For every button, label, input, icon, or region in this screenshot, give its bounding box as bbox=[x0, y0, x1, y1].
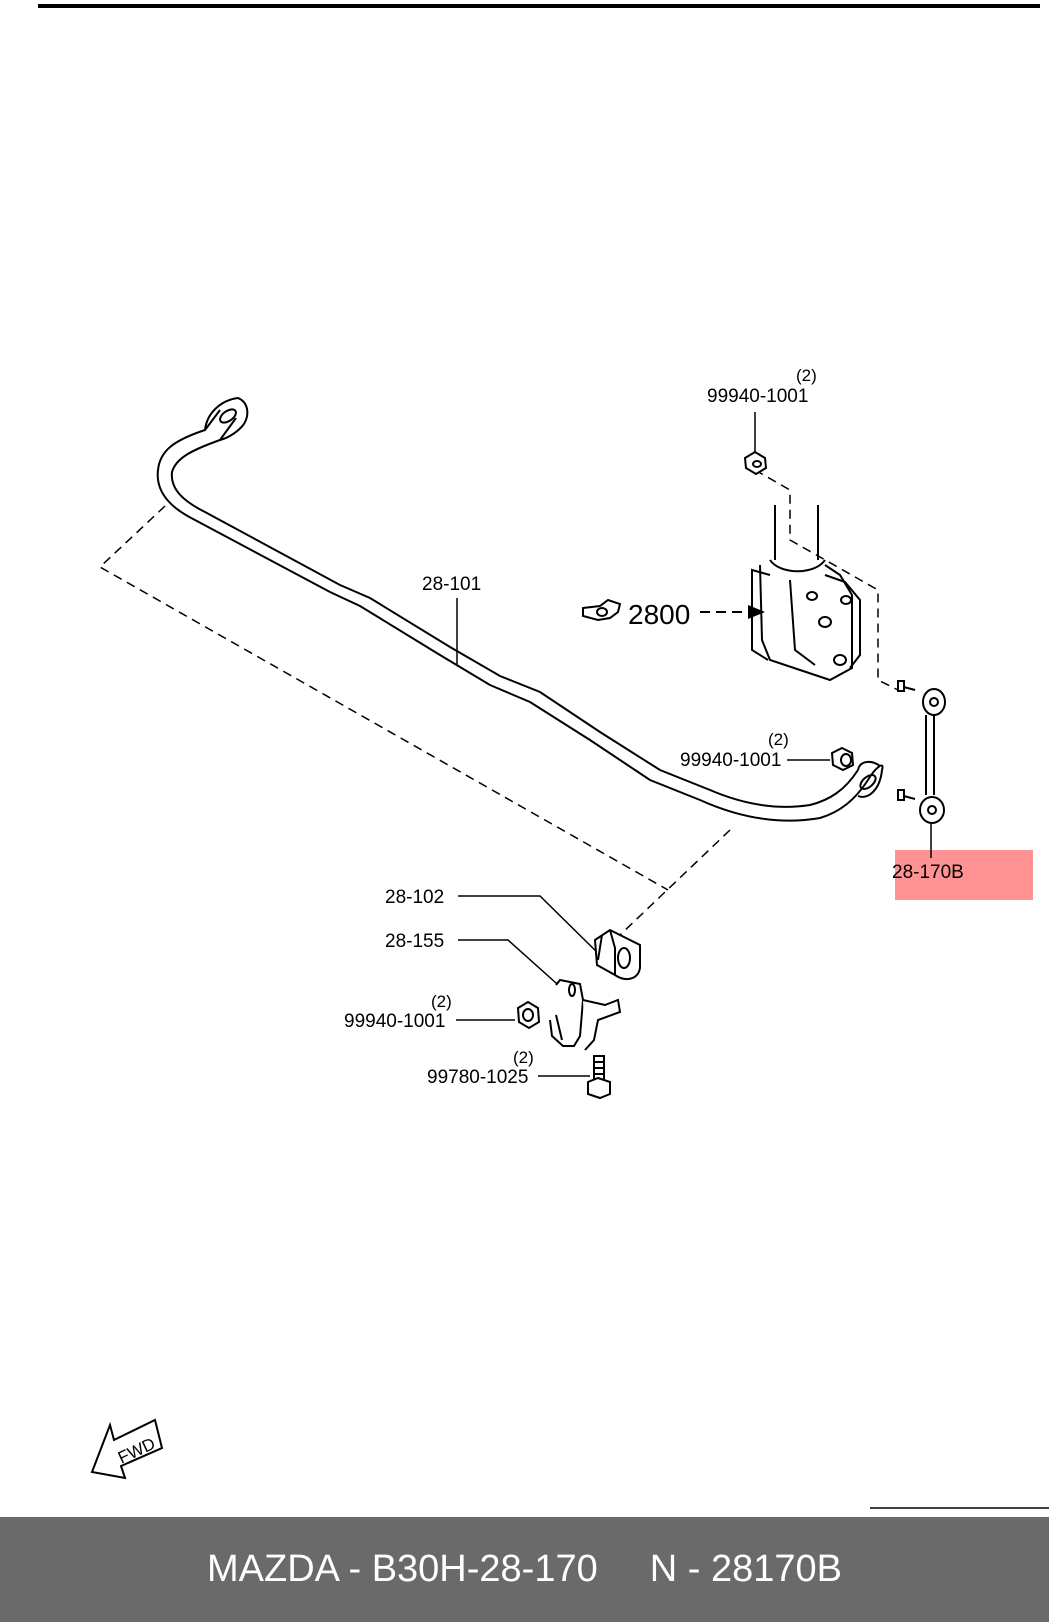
footer-bar: MAZDA - B30H-28-170 N - 28170B bbox=[0, 1517, 1049, 1622]
top-nut-icon bbox=[743, 450, 768, 476]
callout-top-nut-qty: (2) bbox=[796, 366, 817, 385]
parts-diagram: FWD (2) 99940-1001 2800 28-101 (2) 99940… bbox=[38, 4, 1049, 1509]
callout-link: 28-170B bbox=[892, 862, 964, 883]
callout-stabilizer-bar: 28-101 bbox=[422, 574, 481, 595]
footer-oem-number: N - 28170B bbox=[649, 1548, 842, 1590]
bracket-bolt-icon bbox=[587, 1055, 611, 1100]
callout-bar-end-nut: 99940-1001 bbox=[680, 750, 781, 771]
stabilizer-link-icon bbox=[897, 680, 946, 824]
part-highlight bbox=[895, 850, 1033, 900]
callout-bracket-bolt: 99780-1025 bbox=[427, 1067, 528, 1088]
strut-assembly bbox=[751, 505, 861, 682]
callout-assembly-ref: 2800 bbox=[628, 599, 690, 630]
callout-bushing: 28-102 bbox=[385, 887, 444, 908]
guide-lines bbox=[98, 469, 899, 936]
callout-top-nut: 99940-1001 bbox=[707, 386, 808, 407]
callout-bracket-bolt-qty: (2) bbox=[513, 1048, 534, 1067]
bar-end-nut-icon bbox=[830, 746, 855, 772]
assembly-arrow bbox=[700, 605, 765, 619]
leader-lines bbox=[456, 412, 932, 1077]
callout-bracket: 28-155 bbox=[385, 931, 444, 952]
pointing-hand-icon bbox=[582, 598, 622, 622]
footer-part-number: MAZDA - B30H-28-170 bbox=[207, 1548, 598, 1590]
callout-bracket-nut-qty: (2) bbox=[431, 992, 452, 1011]
fwd-arrow-icon: FWD bbox=[90, 1418, 164, 1480]
stabilizer-bar bbox=[156, 396, 884, 822]
callout-bar-end-nut-qty: (2) bbox=[768, 730, 789, 749]
bracket-icon bbox=[549, 978, 622, 1051]
bushing-icon bbox=[593, 928, 641, 981]
callout-bracket-nut: 99940-1001 bbox=[344, 1011, 445, 1032]
bracket-nut-icon bbox=[516, 1000, 541, 1030]
